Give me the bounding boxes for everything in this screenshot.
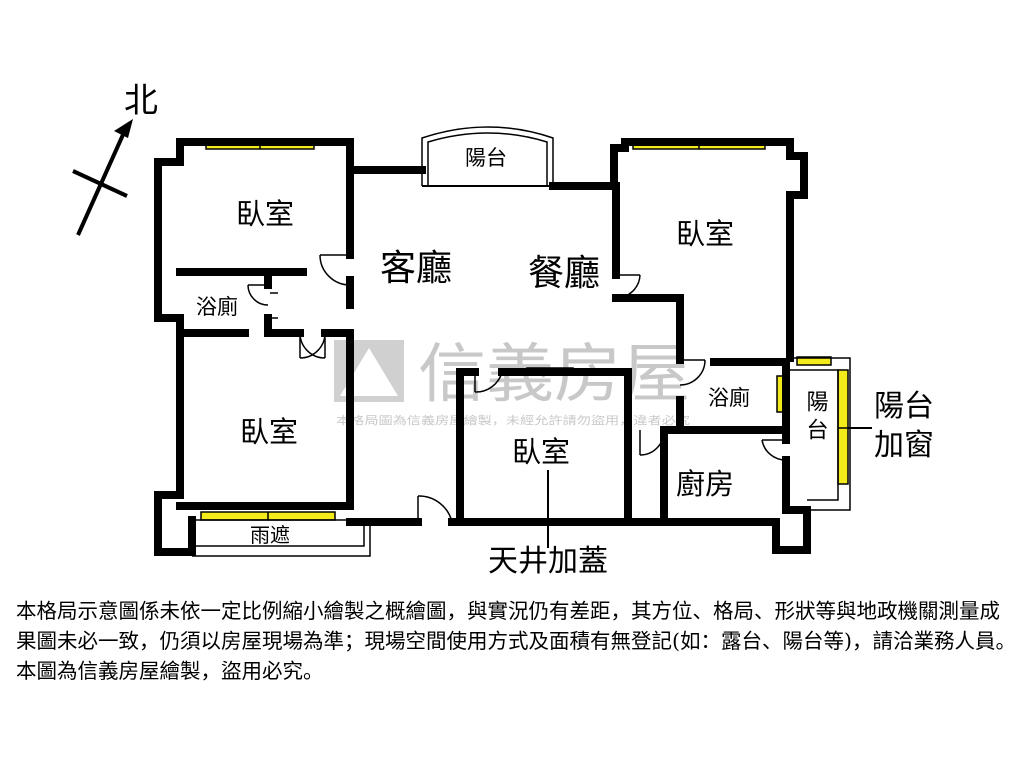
label-balcony-e-top: 陽台 [803, 390, 828, 446]
doors [247, 254, 787, 523]
label-balcony-top: 陽台 [465, 146, 507, 170]
label-bedroom-center: 臥室 [512, 435, 570, 469]
label-bath-e: 浴廁 [708, 386, 750, 410]
north-arrow-icon [114, 119, 133, 138]
label-bath-w: 浴廁 [196, 295, 238, 319]
compass: 北 [72, 81, 158, 236]
annotation-balcony-window-2: 加窗 [874, 428, 934, 463]
door-hall-bath [299, 332, 326, 359]
thin-outlines [192, 126, 851, 557]
door-bedroom-center [474, 371, 503, 393]
door-entrance [417, 495, 453, 523]
canopy-outline [192, 519, 371, 557]
door-bath-w [247, 284, 269, 306]
window-balcony-top [796, 356, 832, 366]
walls [154, 138, 811, 556]
window-balcony-e [837, 369, 849, 485]
floor-plan: 信義房屋 本格局圖為信義房屋繪製，未經允許請勿盜用，違者必究 北 [72, 81, 934, 579]
annotations: 陽台 加窗 天井加蓋 [488, 389, 934, 579]
label-canopy: 雨遮 [250, 523, 290, 547]
annotation-skylight: 天井加蓋 [488, 544, 608, 579]
door-bedroom-nw [319, 254, 351, 286]
door-bath-e [679, 359, 706, 386]
annotation-balcony-window-1: 陽台 [874, 389, 934, 424]
label-bedroom-ne: 臥室 [676, 217, 734, 251]
watermark-notice: 本格局圖為信義房屋繪製，未經允許請勿盜用，違者必究 [336, 413, 690, 427]
balcony-top-outline [421, 126, 554, 186]
door-bedroom-ne [615, 274, 641, 299]
compass-label: 北 [124, 81, 158, 121]
balcony-e-outline [790, 357, 851, 511]
room-labels: 臥室 浴廁 臥室 雨遮 陽台 客廳 餐廳 臥室 臥室 浴廁 廚房 陽台 [196, 146, 828, 547]
watermark-logo-icon [334, 340, 404, 402]
door-kitchen [639, 429, 665, 456]
label-bedroom-nw: 臥室 [236, 197, 294, 231]
door-balcony-e [761, 439, 787, 461]
label-bedroom-sw: 臥室 [240, 415, 298, 449]
watermark: 信義房屋 本格局圖為信義房屋繪製，未經允許請勿盜用，違者必究 [334, 338, 690, 427]
label-living: 客廳 [380, 248, 452, 289]
disclaimer-text: 本格局示意圖係未依一定比例縮小繪製之概繪圖，與實況仍有差距，其方位、格局、形狀等… [16, 599, 1016, 683]
label-kitchen: 廚房 [676, 467, 734, 501]
label-dining: 餐廳 [528, 253, 600, 294]
